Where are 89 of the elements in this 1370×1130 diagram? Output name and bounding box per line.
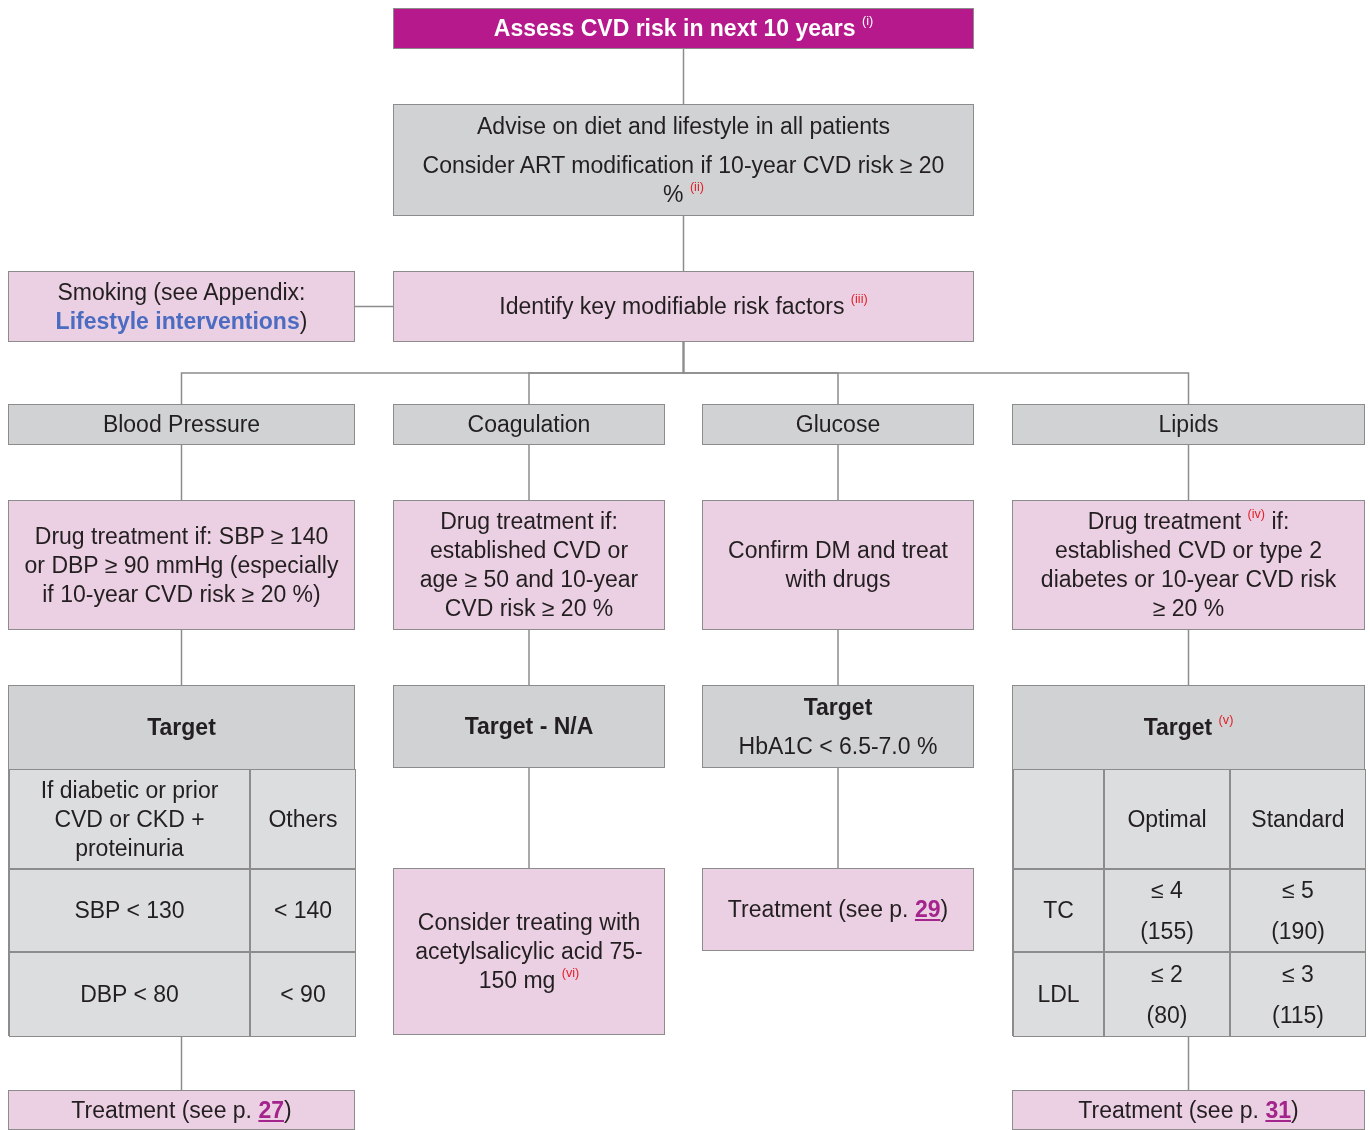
treatment-box [393,868,665,1035]
target-box [393,685,665,768]
treatment-box [8,1090,355,1130]
criteria-box [1012,500,1365,630]
treatment-box [1012,1090,1365,1130]
criteria-box [702,500,974,630]
table-cell [1104,952,1230,1037]
table-cell [1104,869,1230,952]
cell-text: SBP < 130 [73,896,186,925]
category-box [702,404,974,445]
title-box [393,8,974,49]
table-cell [250,952,356,1037]
table-cell [1013,952,1104,1037]
node-text: Glucose [794,410,882,439]
node-text: Coagulation [466,410,592,439]
cell-text: Optimal [1126,804,1208,834]
table-cell [1230,869,1366,952]
node-text: Advise on diet and lifestyle in all patients [476,111,891,141]
connector-line [682,215,685,272]
target-table [1012,685,1365,1036]
node-text: Confirm DM and treat with drugs [727,536,949,594]
process-box [393,104,974,216]
table-cell [9,869,250,952]
connector-line [837,629,839,686]
table-cell [250,869,356,952]
table-cell [9,769,250,869]
node-text: Target - N/A [463,712,595,741]
connector-line [1187,629,1190,686]
node-text: Drug treatment if: established CVD or age ≥ 50 and 10-year CVD risk ≥ 20 % [418,507,640,623]
connector-line [180,629,183,686]
cell-text: < 90 [279,980,327,1009]
node-text: Consider ART modification if 10-year CVD risk ≥ 20 % $^{(ii)}$ [421,150,946,209]
cell-text: Others [267,804,339,834]
node-text: Blood Pressure [101,410,262,439]
cell-text: ≤ 4 (155) [1139,875,1195,946]
cell-text: < 140 [272,896,334,925]
connector-line [180,444,183,501]
connector-line [682,48,685,105]
connector-line [528,444,530,501]
process-box [393,271,974,342]
cell-text: If diabetic or prior CVD or CKD + proteinuria [39,775,220,863]
node-text: Target [802,692,874,722]
target-table [8,685,355,1036]
connector-line [354,305,394,308]
table-heading: Target [146,713,217,742]
cell-text: ≤ 3 (115) [1271,959,1325,1030]
connector-line [1187,1035,1190,1091]
cell-text: ≤ 5 (190) [1270,875,1326,946]
connector-line [682,341,1190,405]
cell-text: TC [1042,896,1075,925]
connector-line [837,767,839,869]
node-text: Smoking (see Appendix: Lifestyle interventions) [54,277,309,336]
cell-text: DBP < 80 [79,980,180,1009]
treatment-box [702,868,974,951]
table-heading: Target $^{(v)}$ [1142,711,1235,742]
cell-text: LDL [1036,980,1081,1009]
table-cell [1104,769,1230,869]
node-text: HbA1C < 6.5-7.0 % [737,731,939,761]
node-text: Treatment (see p. 29) [726,895,950,924]
connector-line [528,767,530,869]
connector-line [1187,444,1190,501]
connector-line [528,629,530,686]
category-box [8,404,355,445]
page-link: 27 [258,1096,284,1123]
table-cell [1230,952,1366,1037]
category-box [1012,404,1365,445]
criteria-box [393,500,665,630]
cell-text: Standard [1250,804,1346,834]
target-box [702,685,974,768]
connector-line [180,1035,183,1091]
note-box [8,271,355,342]
node-text: Lipids [1157,410,1220,439]
page-link: Lifestyle interventions [55,307,300,334]
node-text: Treatment (see p. 27) [70,1095,293,1125]
node-text: Consider treating with acetylsalicylic acid 75-150 mg $^{(vi)}$ [414,908,644,995]
node-text: Treatment (see p. 31) [1077,1095,1300,1125]
node-text: Drug treatment if: SBP ≥ 140 or DBP ≥ 90 mmHg (especially if 10-year CVD risk ≥ 20 %) [23,521,340,609]
criteria-box [8,500,355,630]
node-text: Drug treatment $^{(iv)}$ if: established CVD or type 2 diabetes or 10-year CVD risk ≥ 20 % [1039,507,1338,623]
table-cell [1230,769,1366,869]
node-text: Identify key modifiable risk factors $^{(iii)}$ [498,292,869,321]
table-cell [9,952,250,1037]
node-text: Assess CVD risk in next 10 years $^{(i)}$ [492,14,875,43]
page-link: 31 [1265,1096,1291,1123]
cell-text: ≤ 2 (80) [1145,959,1189,1030]
table-cell [1013,869,1104,952]
table-cell [250,769,356,869]
category-box [393,404,665,445]
connector-line [837,444,839,501]
